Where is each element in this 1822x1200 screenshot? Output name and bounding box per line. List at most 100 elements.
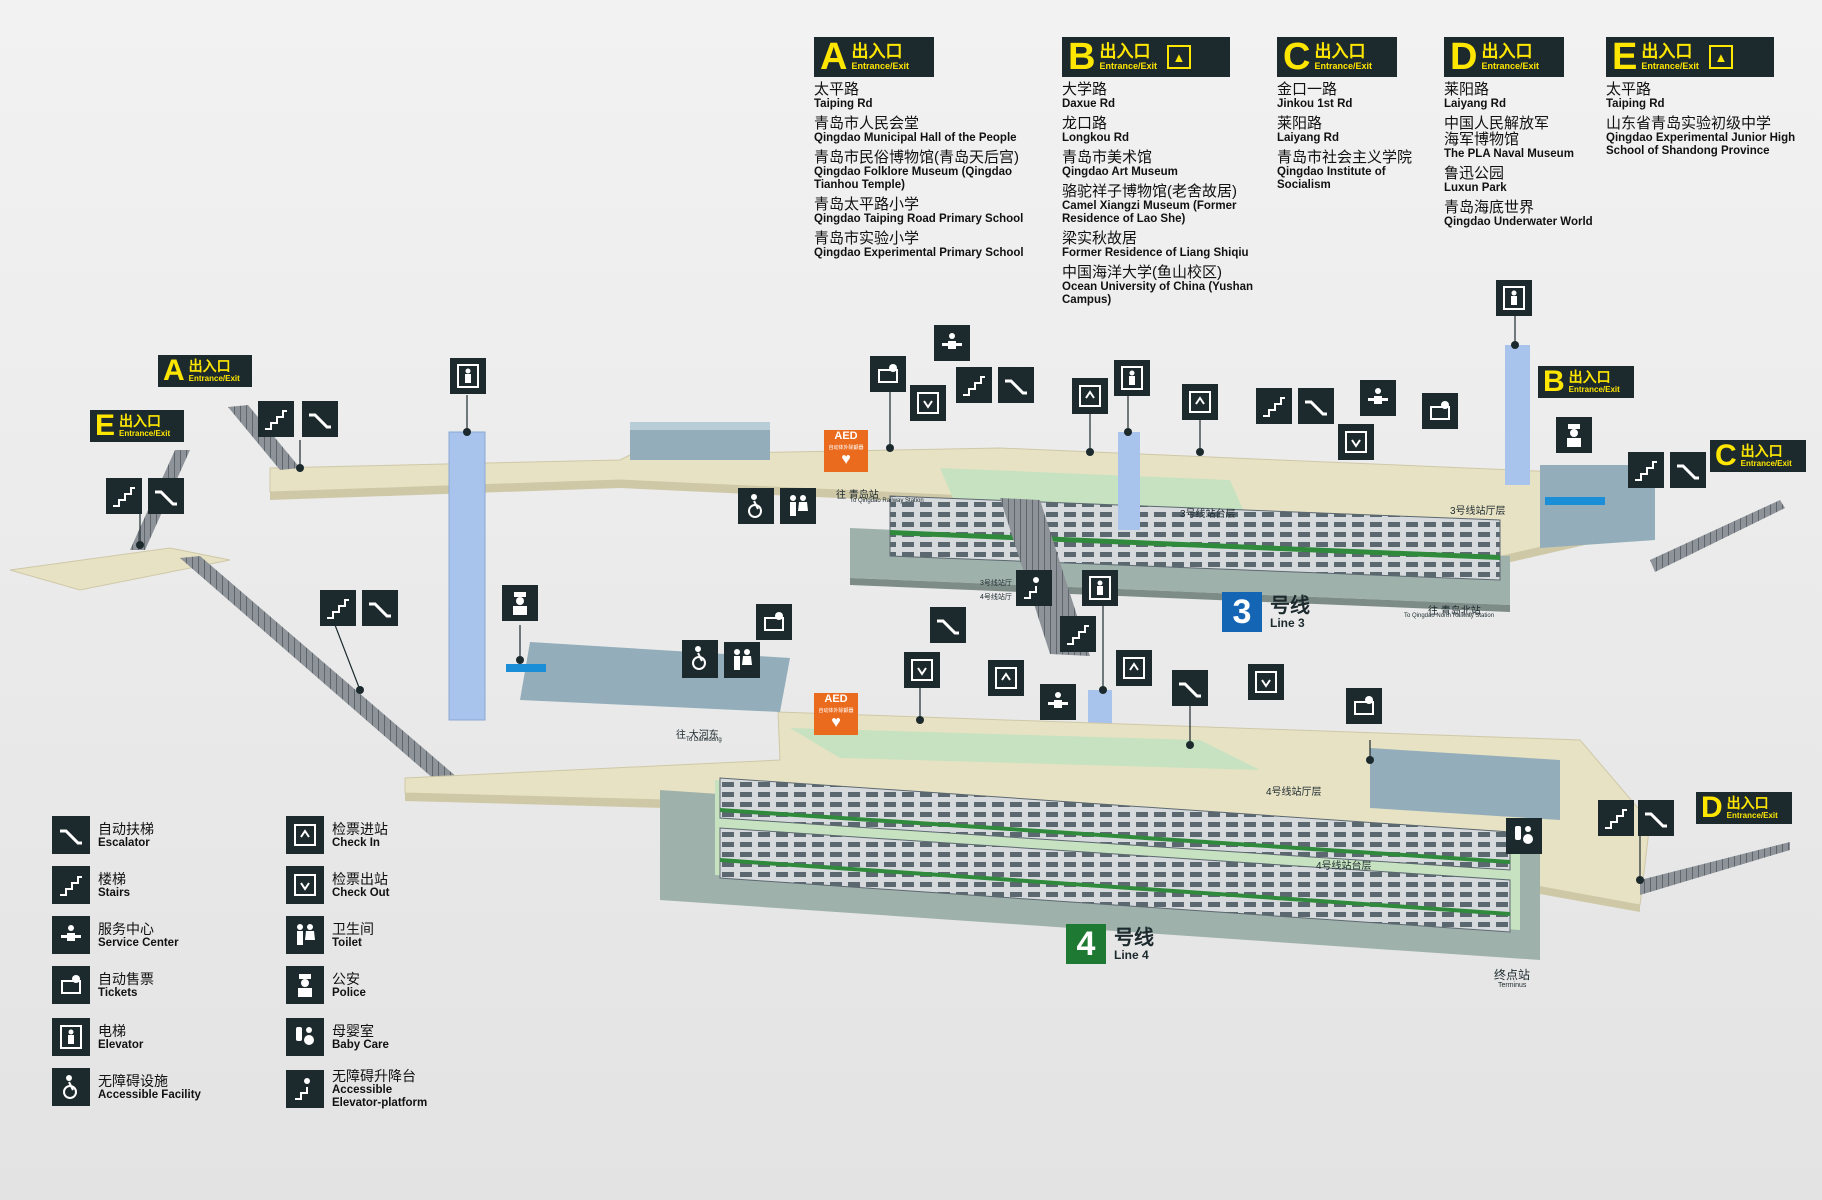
check-in-icon (988, 660, 1024, 696)
toilet-icon (724, 642, 760, 678)
legend-cn: 服务中心 (98, 920, 154, 937)
legend-en: Stairs (98, 886, 130, 899)
ticket-icon (756, 604, 792, 640)
dest-en: Ocean University of China (Yushan Campus… (1062, 281, 1254, 306)
elevator-icon (1114, 360, 1150, 396)
check-out-icon (910, 385, 946, 421)
dest-cn: 青岛市实验小学 (814, 230, 920, 247)
legend-en: Elevator (98, 1038, 144, 1051)
dest-en: Taiping Rd (814, 98, 873, 110)
stairs-icon (1628, 452, 1664, 488)
sign-cn: 出入口 (1740, 443, 1783, 459)
exit-en: Entrance/Exit (1314, 60, 1372, 71)
sign-en: Entrance/Exit (1740, 459, 1792, 468)
dest-en: Laiyang Rd (1444, 98, 1506, 110)
service-center-icon (934, 325, 970, 361)
dest-en: Camel Xiangzi Museum (Former Residence o… (1062, 200, 1237, 225)
exit-C-ramp (1650, 500, 1785, 572)
dest-en: Luxun Park (1444, 182, 1507, 194)
check-out-icon (286, 866, 324, 904)
exit-D-ramp (1640, 842, 1790, 895)
sign-en: Entrance/Exit (119, 429, 171, 438)
exit-letter: A (820, 36, 848, 78)
stairs-icon (1598, 800, 1634, 836)
dest-cn: 中国人民解放军 海军博物馆 (1444, 115, 1550, 148)
escalator-icon (1172, 670, 1208, 706)
line3-number: 3 (1222, 592, 1262, 632)
legend-cn: 电梯 (98, 1022, 126, 1039)
service-center-icon (52, 916, 90, 954)
legend-cn: 无障碍升降台 (332, 1068, 416, 1084)
dest-en: Qingdao Taiping Road Primary School (814, 213, 1024, 225)
dest-en: Laiyang Rd (1277, 132, 1339, 144)
dest-cn: 山东省青岛实验初级中学 (1606, 115, 1772, 132)
line4-en: Line 4 (1114, 947, 1149, 962)
dest-en: Qingdao Experimental Junior High School … (1606, 132, 1796, 157)
sign-letter: E (95, 409, 116, 442)
legend-en: Accessible Elevator-platform (332, 1084, 428, 1109)
stairs-icon (1060, 616, 1096, 652)
legend-en: Baby Care (332, 1038, 389, 1051)
dest-en: Longkou Rd (1062, 132, 1130, 144)
sign-letter: C (1715, 439, 1737, 472)
label-l3-platform: 3号线站台层 (1180, 509, 1236, 520)
dest-en: Qingdao Underwater World (1444, 216, 1593, 228)
elevator-icon: ▲ (1166, 45, 1191, 69)
exit-E-slab (9, 547, 231, 591)
police-icon (286, 966, 324, 1004)
exit-en: Entrance/Exit (851, 60, 909, 71)
aed-label: AED (834, 430, 858, 442)
exit-en: Entrance/Exit (1481, 60, 1539, 71)
exit-letter: B (1068, 36, 1096, 78)
service-center-icon (1040, 684, 1076, 720)
escalator-icon (998, 367, 1034, 403)
dest-cn: 鲁迅公园 (1444, 165, 1505, 182)
dest-en: Qingdao Art Museum (1062, 166, 1178, 178)
dest-cn: 青岛市美术馆 (1062, 149, 1153, 166)
legend-cn: 检票出站 (332, 870, 388, 887)
check-in-icon (1182, 384, 1218, 420)
ticket-icon (52, 966, 90, 1004)
dest-en: Qingdao Folklore Museum (Qingdao Tianhou… (814, 166, 1013, 191)
legend-en: Police (332, 986, 366, 999)
exit-cn: 出入口 (1099, 41, 1151, 61)
check-out-icon (1248, 664, 1284, 700)
escalator-icon (302, 401, 338, 437)
label-to-qingdao-north: 往 青岛北站 (1428, 606, 1481, 617)
label-to-qingdao: 往 青岛站 (836, 490, 879, 501)
legend-cn: 无障碍设施 (98, 1072, 168, 1089)
aed-sublabel: 自动体外除颤器 (818, 708, 854, 714)
check-in-icon (286, 816, 324, 854)
check-in-icon (1116, 650, 1152, 686)
dest-cn: 莱阳路 (1277, 115, 1323, 132)
label-to-qingdao-north-en: To Qingdao North Railway Station (1404, 613, 1495, 619)
exit-letter: D (1450, 36, 1478, 78)
dest-cn: 大学路 (1062, 81, 1108, 98)
dest-cn: 青岛市人民会堂 (814, 115, 920, 132)
ticket-icon (1346, 688, 1382, 724)
line3-cn: 号线 (1270, 594, 1310, 617)
aed-label: AED (824, 693, 848, 705)
baby-care-icon (1506, 818, 1542, 854)
legend-cn: 自动扶梯 (98, 820, 154, 837)
